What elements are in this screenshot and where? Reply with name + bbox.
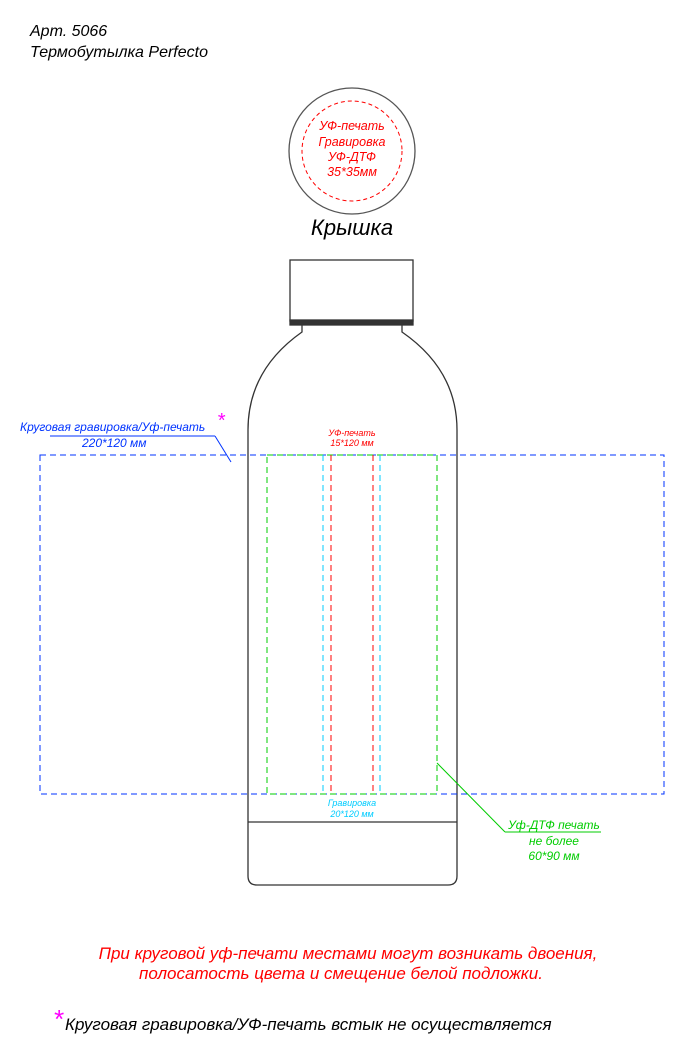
wrap-area (39, 454, 665, 795)
lid-caption: Крышка (311, 215, 393, 240)
dtf-limit: не более (529, 834, 579, 848)
wrap-size: 220*120 мм (81, 436, 147, 450)
uv-size: 15*120 мм (330, 438, 373, 448)
lid-text: Гравировка (319, 135, 386, 149)
engrave-label: Гравировка (328, 798, 376, 808)
product-name: Термобутылка Perfecto (30, 44, 208, 61)
article-number: Арт. 5066 (29, 23, 107, 40)
dtf-label: Уф-ДТФ печать (507, 818, 600, 832)
engrave-size: 20*120 мм (329, 809, 373, 819)
dtf-area (266, 454, 438, 795)
lid-view: УФ-печать Гравировка УФ-ДТФ 35*35мм (288, 87, 416, 215)
uv-label: УФ-печать (327, 428, 375, 438)
lid-text: УФ-печать (318, 119, 385, 133)
bottle-outline (247, 259, 458, 886)
footnote: Круговая гравировка/УФ-печать встык не о… (65, 1015, 552, 1034)
engrave-area (322, 455, 381, 794)
wrap-asterisk: * (217, 410, 226, 432)
dtf-size: 60*90 мм (528, 849, 579, 863)
wrap-label: Круговая гравировка/Уф-печать (20, 420, 205, 434)
footnote-asterisk: * (53, 1004, 64, 1034)
lid-text: УФ-ДТФ (327, 150, 376, 164)
lid-text: 35*35мм (327, 165, 377, 179)
warning-line-2: полосатость цвета и смещение белой подло… (139, 964, 543, 983)
uv-area (330, 455, 374, 794)
warning-line-1: При круговой уф-печати местами могут воз… (99, 944, 598, 963)
